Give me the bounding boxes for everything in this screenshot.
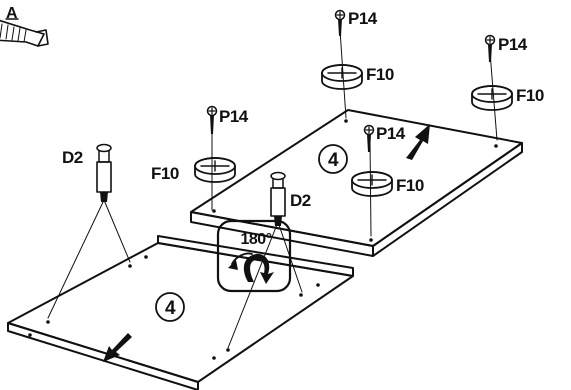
panel-number-back: 4 xyxy=(318,144,348,174)
direction-arrow-icon-front xyxy=(103,333,132,362)
dowel-bolt-d2-1 xyxy=(96,143,112,202)
cam-lock-f10-1 xyxy=(321,64,363,90)
cam-lock-f10-3 xyxy=(194,157,236,183)
label-f10-2: F10 xyxy=(516,86,544,105)
guide-lines xyxy=(47,29,498,349)
label-p14-1: P14 xyxy=(348,9,378,28)
label-d2-2: D2 xyxy=(290,191,311,210)
screw-p14-3 xyxy=(206,105,218,134)
label-p14-4: P14 xyxy=(376,124,406,143)
direction-arrow-icon xyxy=(406,124,430,160)
screw-p14-1 xyxy=(334,9,346,36)
rotation-label: 180° xyxy=(240,231,271,248)
screw-p14-2 xyxy=(484,34,496,62)
front-panel xyxy=(7,235,354,390)
cam-lock-f10-2 xyxy=(471,85,513,111)
cam-lock-f10-4 xyxy=(351,171,393,197)
label-f10-3: F10 xyxy=(151,164,179,183)
rotate-arrow-icon xyxy=(228,252,274,284)
label-f10-1: F10 xyxy=(366,65,394,84)
label-d2-1: D2 xyxy=(62,148,83,167)
label-f10-4: F10 xyxy=(396,176,424,195)
rotation-callout: 180° xyxy=(216,219,292,293)
step-letter: A xyxy=(6,5,18,22)
label-p14-2: P14 xyxy=(498,35,528,54)
panel-number-front: 4 xyxy=(155,292,185,322)
screw-p14-4 xyxy=(363,124,375,152)
svg-text:4: 4 xyxy=(328,150,339,171)
hammer-icon xyxy=(0,19,49,47)
svg-text:4: 4 xyxy=(165,298,176,319)
dowel-bolt-d2-2 xyxy=(270,171,286,226)
back-panel xyxy=(190,109,523,257)
label-p14-3: P14 xyxy=(219,107,249,126)
